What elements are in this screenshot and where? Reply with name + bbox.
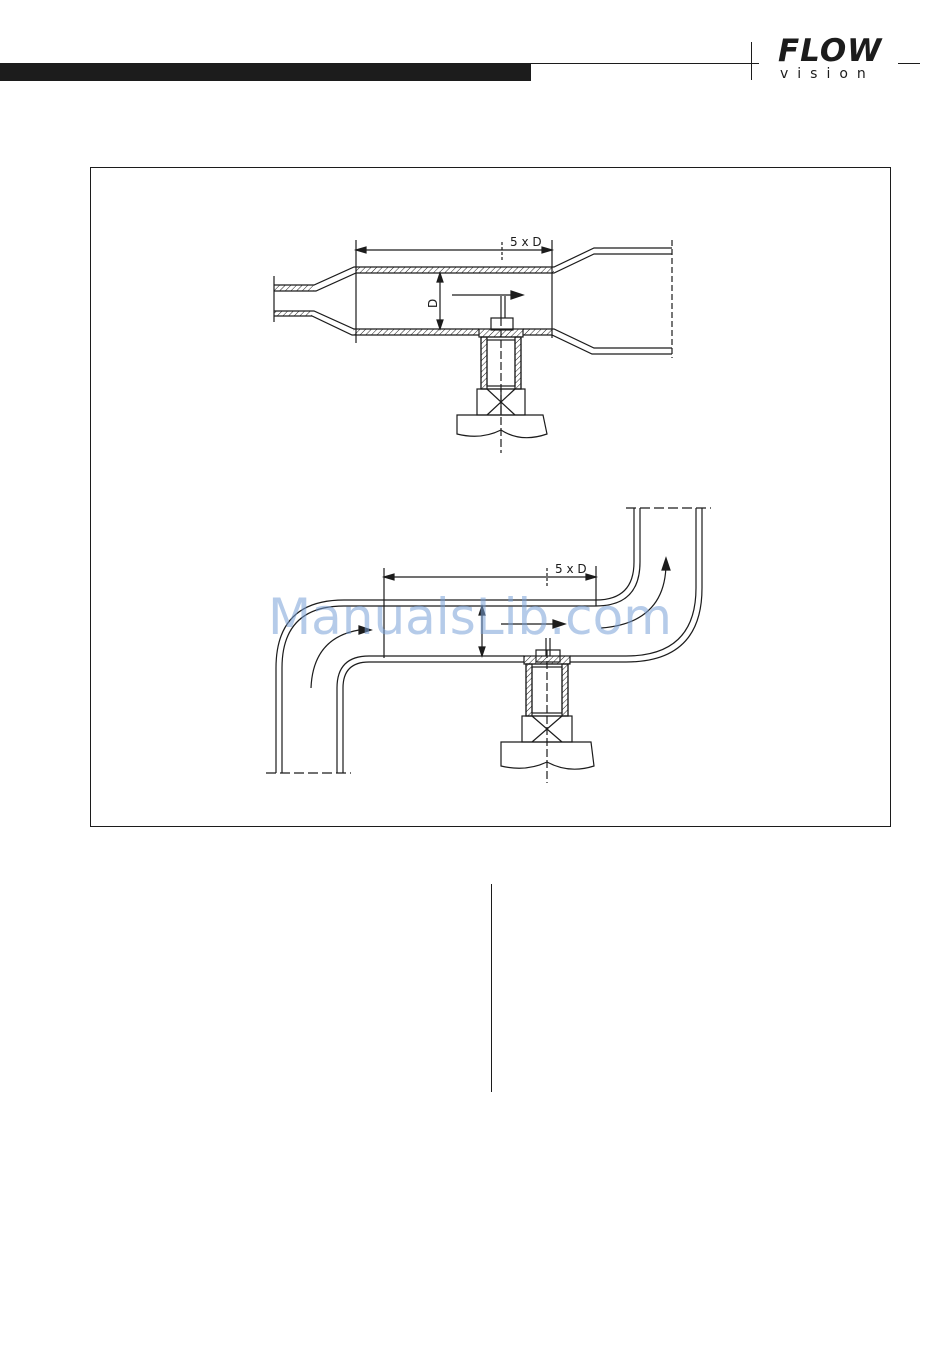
- header-bar: [0, 63, 531, 81]
- flowvision-logo: FLOW vision: [778, 33, 908, 85]
- top-pipe-diagram: [274, 240, 672, 453]
- top-dimension-label: 5 x D: [510, 235, 542, 249]
- header-divider: [751, 42, 752, 80]
- header-rule: [531, 63, 759, 64]
- installation-figure: 5 x D D: [90, 167, 891, 827]
- bottom-dimension-label: 5 x D: [555, 562, 587, 576]
- watermark-text: ManualsLib.com: [268, 588, 672, 646]
- logo-vision-text: vision: [780, 66, 875, 82]
- logo-flow-text: FLOW: [778, 33, 882, 69]
- pipe-diagrams: 5 x D D: [91, 168, 892, 828]
- top-diameter-label: D: [426, 299, 440, 308]
- column-divider: [491, 884, 492, 1092]
